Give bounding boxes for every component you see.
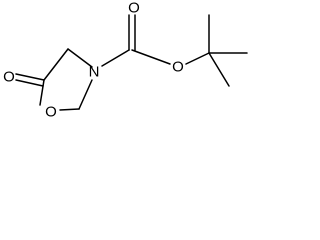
bond-c5-o-double-b [15, 79, 44, 87]
bond-n3-c2 [78, 79, 93, 110]
bond-c5-ch2 [43, 48, 69, 81]
atom-label-carbamate-oxygen-double: O [128, 0, 140, 17]
bond-cq-methyl-bottom [208, 52, 230, 87]
molecule-structure-diagram: O O N O O [3, 0, 248, 121]
atom-label-carbamate-oxygen-ester: O [172, 59, 184, 76]
bond-c2-o1 [59, 108, 80, 111]
bond-ester-o-cq [185, 52, 210, 65]
atom-label-ring-oxygen: O [45, 104, 57, 121]
atom-label-ring-nitrogen: N [89, 64, 100, 81]
bond-n3-carbamate-c [101, 49, 130, 67]
bond-ch2-n3 [67, 48, 93, 68]
bond-o1-c5 [39, 79, 45, 106]
bond-c5-o-double-a [15, 73, 45, 81]
bond-carbamate-c-ester-o [131, 49, 171, 65]
atom-label-carbonyl-oxygen: O [3, 69, 15, 86]
